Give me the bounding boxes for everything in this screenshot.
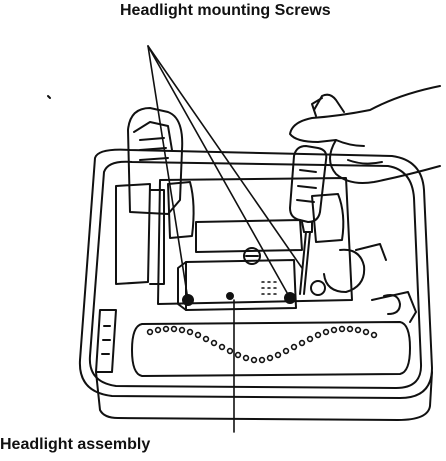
wheel-right: [311, 193, 345, 243]
callout-leaders: [147, 45, 303, 433]
brush-bristles: [146, 325, 378, 364]
assembly-callout-label: Headlight assembly: [0, 436, 151, 453]
left-cover: [115, 107, 184, 285]
vent-grille: [261, 281, 277, 295]
headlight-assembly: [177, 259, 297, 311]
brush-roll: [131, 291, 417, 377]
hand: [289, 85, 441, 184]
wheel-left: [167, 181, 195, 239]
inner-cavity: [157, 177, 353, 305]
screwdriver: [289, 145, 328, 295]
screws-callout-label: Headlight mounting Screws: [120, 2, 331, 19]
base-housing: [78, 148, 433, 421]
hose-connector: [310, 243, 387, 296]
left-side-strip: [95, 309, 117, 373]
margin-mark: [47, 95, 51, 99]
